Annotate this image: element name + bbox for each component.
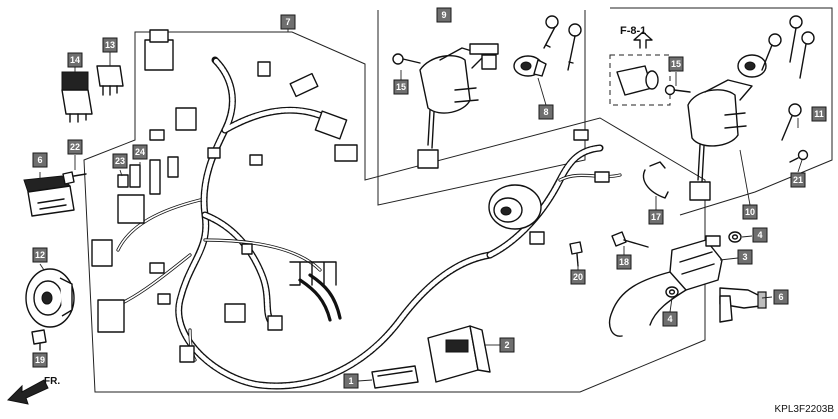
svg-text:23: 23 [115,156,125,166]
callout-15: 15 [393,79,409,95]
direction-label: FR. [44,376,60,387]
callout-19: 19 [32,352,48,368]
svg-text:22: 22 [70,142,80,152]
callout-21: 21 [790,172,806,188]
svg-text:6: 6 [37,155,42,165]
leader-lines [39,22,803,382]
key-set-right [761,15,815,79]
cover-1 [371,365,419,389]
callout-15-right: 15 [668,56,684,72]
svg-text:15: 15 [396,82,406,92]
callout-14: 14 [67,52,83,68]
band-17 [642,161,669,199]
callout-20: 20 [570,269,586,285]
svg-text:11: 11 [814,109,824,119]
key-set-frame [610,7,833,216]
svg-text:20: 20 [573,272,583,282]
harness-connectors [91,29,610,363]
callout-12: 12 [32,247,48,263]
switch-assembly-10 [687,79,753,201]
screw-15 [392,53,421,65]
relay-14 [61,71,93,123]
front-direction-arrow: FR. [6,376,60,405]
callout-4-lower: 4 [662,311,678,327]
callout-11: 11 [811,106,827,122]
bolt-20 [569,241,583,267]
svg-text:4: 4 [667,314,672,324]
fuse-box [117,156,179,195]
ignition-coil-3 [608,235,723,337]
detail-f-8-1: F-8-1 [616,25,659,96]
relay-13 [96,65,124,96]
svg-text:4: 4 [757,230,762,240]
callout-17: 17 [648,209,664,225]
svg-text:17: 17 [651,212,661,222]
screw-15-right [664,84,691,96]
callout-3: 3 [737,249,753,265]
lock-cylinder-8 [513,55,547,77]
svg-text:6: 6 [778,292,783,302]
svg-text:15: 15 [671,59,681,69]
callout-4-upper: 4 [752,227,768,243]
svg-text:24: 24 [135,147,145,157]
drawing-code: KPL3F2203B [775,404,835,415]
headlight-socket [488,184,542,230]
svg-text:19: 19 [35,355,45,365]
callout-1: 1 [343,373,359,389]
callout-23: 23 [112,153,128,169]
svg-text:18: 18 [619,257,629,267]
callout-8: 8 [538,104,554,120]
ignition-switch-frame [377,10,586,206]
svg-text:8: 8 [543,107,548,117]
lock-cylinder-right [737,54,767,78]
ignition-switch-9 [417,43,499,169]
svg-text:21: 21 [793,175,803,185]
callout-18: 18 [616,254,632,270]
callout-22: 22 [67,139,83,155]
svg-text:14: 14 [70,55,80,65]
bolt-19 [31,329,47,351]
bolt-22 [62,171,87,185]
main-wire-harness [116,56,622,390]
horn-12 [25,268,75,328]
callout-24: 24 [132,144,148,160]
svg-text:7: 7 [285,17,290,27]
callout-10: 10 [742,204,758,220]
svg-text:12: 12 [35,250,45,260]
callout-6-right: 6 [773,289,789,305]
callout-9: 9 [436,7,452,23]
callout-6-left: 6 [32,152,48,168]
screw-21 [789,149,809,163]
svg-text:2: 2 [504,340,509,350]
plug-cap-6 [719,287,767,323]
regulator-6 [23,175,75,217]
reference-label: F-8-1 [620,25,646,37]
bolt-18 [611,231,649,248]
svg-text:3: 3 [742,252,747,262]
svg-text:13: 13 [105,40,115,50]
callout-2: 2 [499,337,515,353]
detail-view-frame [609,54,671,106]
nut-4-upper [728,231,742,243]
svg-text:10: 10 [745,207,755,217]
callout-13: 13 [102,37,118,53]
svg-text:9: 9 [441,10,446,20]
control-unit-2 [427,325,491,383]
svg-text:1: 1 [348,376,353,386]
nut-4-lower [665,286,679,298]
key-pair [543,15,582,71]
key-11 [781,103,802,141]
callout-7: 7 [280,14,296,30]
